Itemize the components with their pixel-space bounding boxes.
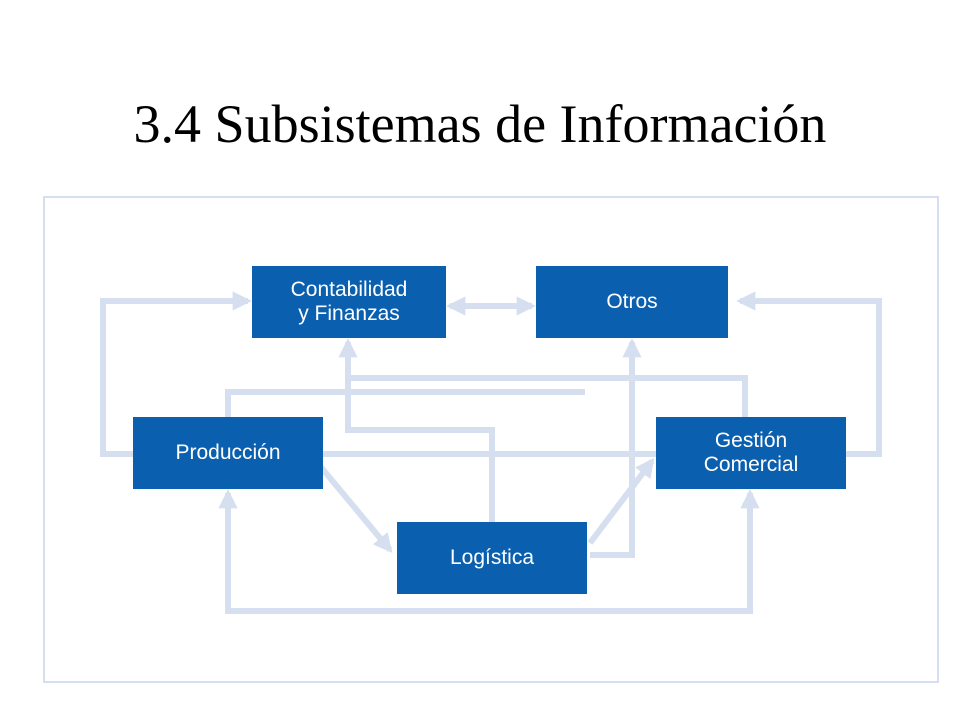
connector-logistica-otros [590, 338, 642, 558]
connector-produccion-contabilidad [100, 291, 252, 457]
connector-produccion-top [225, 389, 585, 417]
connector-bottom-loop [218, 489, 760, 614]
node-produccion: Producción [133, 417, 323, 489]
node-logistica: Logística [397, 522, 587, 594]
node-otros: Otros [536, 266, 728, 338]
node-gestion-comercial: Gestión Comercial [656, 417, 846, 489]
slide-title: 3.4 Subsistemas de Información [133, 94, 827, 154]
connector-gestion-otros [736, 291, 882, 457]
diagram-frame: Contabilidad y Finanzas Otros Producción… [43, 196, 939, 683]
connector-logistica-gestion [587, 457, 655, 545]
connector-logistica-contabilidad [338, 338, 495, 522]
node-contabilidad-finanzas: Contabilidad y Finanzas [252, 266, 446, 338]
connector-lines [100, 291, 882, 614]
connector-contabilidad-gestion [348, 375, 748, 417]
connector-produccion-logistica [317, 464, 393, 553]
